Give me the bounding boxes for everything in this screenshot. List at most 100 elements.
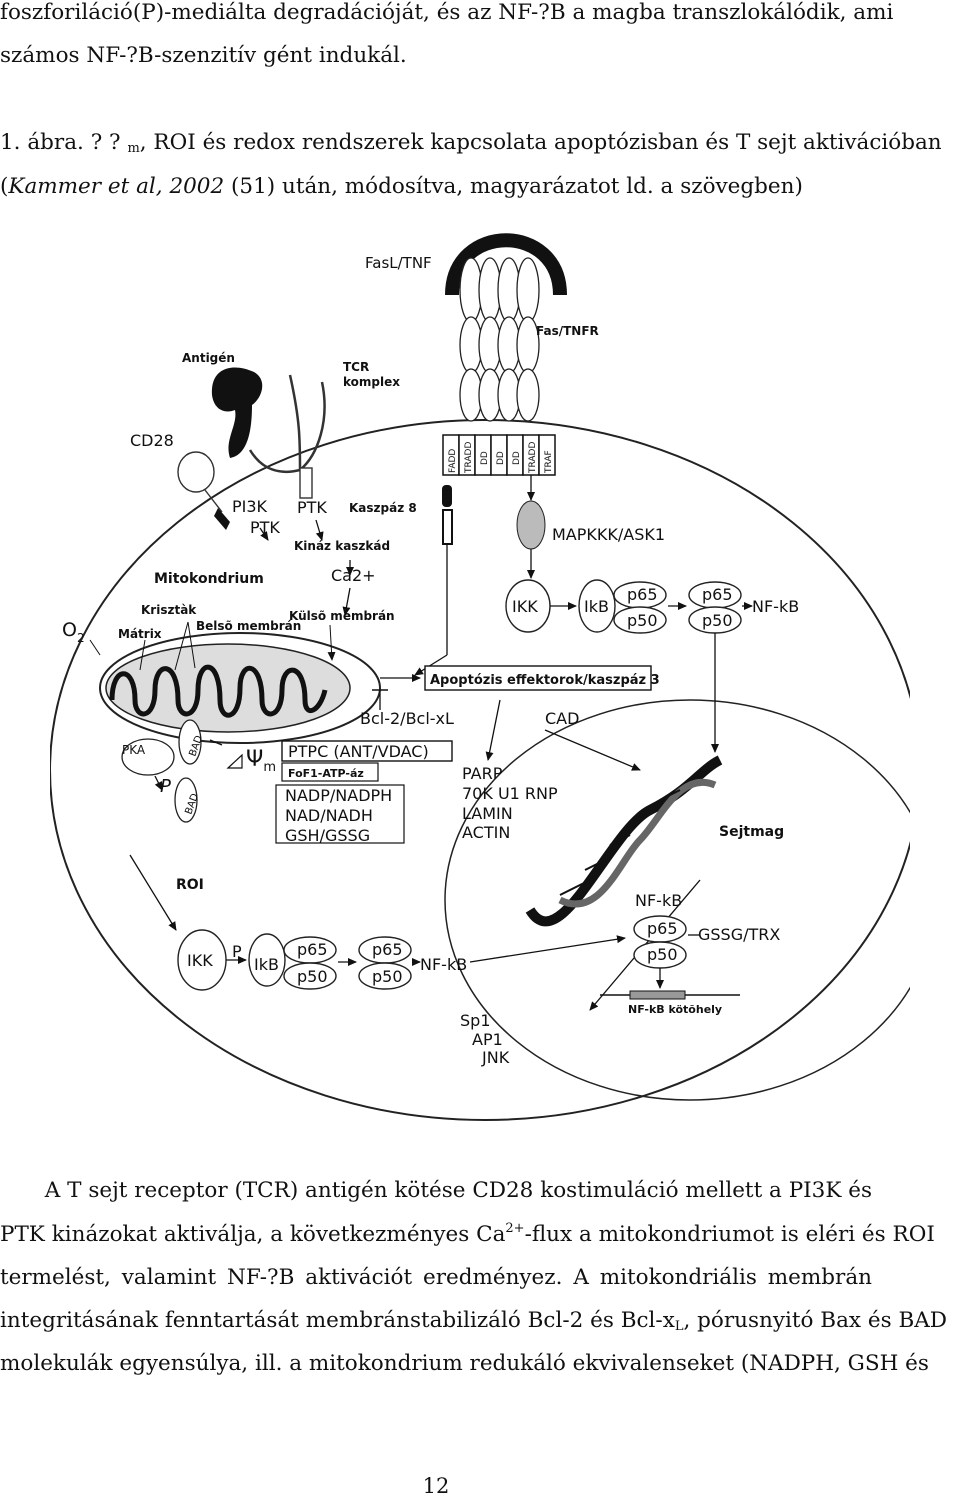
p50-label-e: p50	[647, 945, 678, 964]
tcr-label-2: komplex	[343, 375, 400, 389]
outer-membrane-label: Külsõ membrán	[289, 609, 395, 623]
caption-rest-2: után, módosítva, magyarázatot ld. a szöv…	[275, 174, 803, 199]
dd-label-3: DD	[512, 451, 522, 465]
inner-membrane-label: Belsõ membrán	[196, 619, 301, 633]
caption-author: Kammer et al, 2002	[8, 174, 225, 199]
mapkkk-label: MAPKKK/ASK1	[552, 525, 665, 544]
body-line-2: PTK kinázokat aktiválja, a következménye…	[0, 1221, 935, 1246]
parp-label: PARP	[462, 764, 503, 783]
p50-label-c: p50	[297, 967, 328, 986]
p65-label-b: p65	[702, 585, 733, 604]
jnk-label: JNK	[481, 1048, 510, 1067]
mitochondrion-outer	[99, 632, 381, 744]
o2-label: O2	[62, 619, 85, 645]
sp1-label: Sp1	[460, 1011, 491, 1030]
ptpc-label: PTPC (ANT/VDAC)	[288, 742, 429, 761]
intro-line-2: számos NF-?B-szenzitív gént indukál.	[0, 43, 407, 68]
caption-ref: (51)	[224, 174, 276, 199]
antigen-label: Antigén	[182, 351, 235, 365]
nucleus-label: Sejtmag	[719, 824, 784, 840]
p65-label-e: p65	[647, 919, 678, 938]
kinase-cascade-label: Kináz kaszkád	[294, 539, 390, 553]
cad-label: CAD	[545, 709, 579, 728]
figure-caption-line-2: (Kammer et al, 2002 (51) után, módosítva…	[0, 176, 872, 198]
ptpc-box	[281, 740, 453, 762]
gssg-trx-label: GSSG/TRX	[698, 925, 780, 944]
pka-label: PKA	[122, 743, 146, 757]
matrix-label: Mátrix	[118, 627, 162, 641]
p65-label-c: p65	[297, 940, 328, 959]
mitochondrion-label: Mitokondrium	[154, 571, 264, 587]
body-line-1: A T sejt receptor (TCR) antigén kötése C…	[44, 1178, 872, 1203]
tcr-receptor	[248, 374, 326, 474]
figure-caption: 1. ábra. ? ? m, ROI és redox rendszerek …	[0, 130, 942, 156]
ikb-oval-top	[578, 579, 616, 633]
fof1-box	[281, 762, 379, 782]
p50-label-a: p50	[627, 611, 658, 630]
caption-label: 1. ábra. ? ?	[0, 130, 121, 155]
bad-oval-2	[174, 777, 198, 823]
adapter-proteins	[442, 434, 556, 476]
fas-tnfr-label: Fas/TNFR	[536, 324, 599, 338]
body-line-3: termelést, valamint NF-?B aktivációt ere…	[0, 1265, 872, 1290]
p-label-bottom: P	[232, 942, 242, 961]
fas-receptor	[459, 257, 540, 422]
rnp-label: 70K U1 RNP	[462, 784, 558, 803]
ptk-label-right: PTK	[297, 498, 327, 517]
caption-paren: (	[0, 174, 9, 199]
caption-sub: m	[127, 141, 140, 156]
bcl2-label: Bcl-2/Bcl-xL	[360, 709, 454, 728]
nfkb-label-top: NF-kB	[752, 597, 799, 616]
antigen-shape	[211, 367, 263, 458]
lamin-label: LAMIN	[462, 804, 513, 823]
p50-oval-c	[283, 962, 337, 990]
tradd-label-2: TRADD	[528, 442, 538, 474]
roi-label: ROI	[176, 877, 204, 893]
body-line-4-sub: L	[674, 1319, 684, 1334]
fasl-label: FasL/TNF	[365, 254, 432, 272]
ikk-label-bottom: IKK	[187, 951, 213, 970]
pi3k-label: PI3K	[232, 497, 268, 516]
dna-helix	[525, 755, 723, 927]
body-line-4a: integritásának fenntartását membránstabi…	[0, 1308, 675, 1333]
ap1-label: AP1	[472, 1030, 503, 1049]
nfkb-label-nucleus: NF-kB	[635, 891, 682, 910]
dd-label-2: DD	[496, 451, 506, 465]
caspase8-body	[442, 509, 453, 545]
nad-label: NAD/NADH	[285, 806, 373, 825]
binding-site	[629, 990, 686, 1000]
cell-membrane	[50, 419, 910, 1121]
apoptosis-diagram: FADD TRADD DD DD DD TRADD TRAF	[50, 233, 910, 1121]
cd28-label: CD28	[130, 431, 174, 450]
body-line-2-sup: 2+	[505, 1221, 525, 1236]
body-line-2b: -flux a mitokondriumot is eléri és ROI	[524, 1222, 935, 1247]
nadp-label: NADP/NADPH	[285, 786, 392, 805]
body-line-4b: , pórusnyitó Bax és BAD	[683, 1308, 948, 1333]
p50-label-b: p50	[702, 611, 733, 630]
ptk-label-left: PTK	[250, 518, 280, 537]
tradd-label: TRADD	[464, 442, 474, 474]
tcr-label-1: TCR	[343, 360, 369, 374]
caspase8-top	[442, 485, 452, 507]
apoptosis-effectors-label: Apoptózis effektorok/kaszpáz 3	[430, 673, 660, 688]
ikb-oval-bottom	[248, 933, 286, 987]
caspase8-label: Kaszpáz 8	[349, 501, 417, 515]
fadd-label: FADD	[448, 449, 458, 473]
p50-label-d: p50	[372, 967, 403, 986]
nfkb-label-bottom: NF-kB	[420, 955, 467, 974]
ikb-label-top: IkB	[584, 597, 609, 616]
pka-shape	[121, 738, 175, 776]
body-line-4: integritásának fenntartását membránstabi…	[0, 1308, 947, 1334]
cristae-label: Krisztàk	[141, 603, 197, 617]
redox-box	[275, 784, 405, 844]
p50-oval-a	[613, 606, 667, 634]
p-label-left: P	[160, 776, 171, 797]
caption-rest: , ROI és redox rendszerek kapcsolata apo…	[139, 130, 942, 155]
ikb-label-bottom: IkB	[254, 955, 279, 974]
p65-label-d: p65	[372, 940, 403, 959]
p50-oval-d	[358, 962, 412, 990]
binding-site-label: NF-kB kötõhely	[628, 1003, 722, 1016]
dd-label-1: DD	[480, 451, 490, 465]
apoptosis-box	[424, 665, 652, 691]
nucleus	[444, 699, 910, 1101]
